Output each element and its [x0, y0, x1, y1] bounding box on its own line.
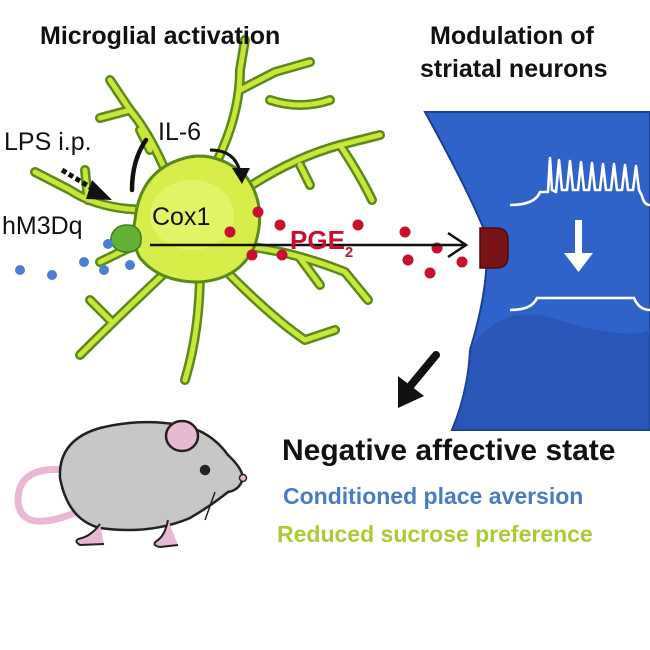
microglia-cell-icon: [30, 35, 385, 385]
modulation-title-line1: Modulation of: [430, 22, 594, 50]
receptor-icon: [479, 227, 509, 269]
il6-label: IL-6: [158, 118, 202, 146]
hm3dq-label: hM3Dq: [2, 212, 83, 240]
mouse-icon: [14, 419, 248, 548]
suppressed-trace-icon: [509, 296, 650, 312]
pge2-label: PGE2: [290, 225, 354, 262]
mouse-body: [58, 420, 245, 532]
cox1-label: Cox1: [152, 203, 211, 231]
il6-arrow: [209, 148, 250, 184]
mouse-front-foot: [153, 519, 179, 548]
mouse-back-foot: [75, 523, 105, 546]
modulation-title-line2: striatal neurons: [420, 55, 608, 83]
outcome-arrow: [398, 351, 440, 408]
mouse-ear: [164, 419, 200, 453]
ligand-dots: [15, 239, 135, 280]
pge2-arrow: [150, 231, 469, 259]
action-potential-trace-icon: [509, 156, 650, 207]
negative-affective-state-heading: Negative affective state: [282, 434, 616, 467]
microglial-activation-title: Microglial activation: [40, 22, 281, 50]
mouse-tail: [14, 465, 94, 525]
striatal-neuron-icon: [423, 111, 650, 431]
lps-label: LPS i.p.: [4, 128, 92, 156]
pge-text: PGE: [290, 225, 345, 255]
inhibition-bar: [129, 137, 149, 193]
reduced-sucrose-preference-label: Reduced sucrose preference: [277, 521, 593, 547]
mouse-nose: [238, 473, 248, 483]
pge-subscript: 2: [344, 244, 354, 262]
neuron-shade: [452, 314, 650, 430]
conditioned-place-aversion-label: Conditioned place aversion: [283, 483, 584, 509]
lps-arrow: [60, 167, 112, 200]
pge2-dots: [224, 206, 468, 279]
mouse-eye: [199, 464, 211, 476]
hm3dq-receptor-icon: [110, 224, 142, 253]
decrease-arrow-icon: [564, 220, 593, 272]
mouse-whisker: [204, 491, 216, 521]
